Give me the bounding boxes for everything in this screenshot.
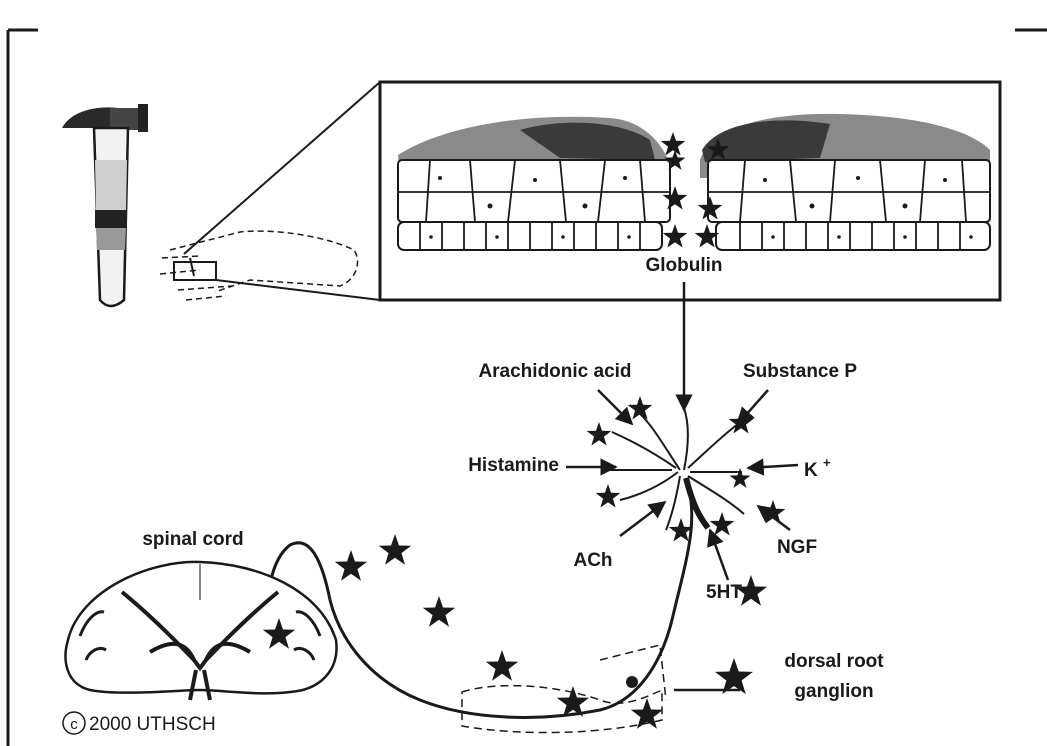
skin-section-panel: Globulin — [380, 82, 1000, 300]
hammer-icon — [62, 104, 148, 306]
mediator-stars — [335, 396, 786, 729]
copyright-symbol: c — [70, 716, 78, 733]
hand-icon — [160, 231, 358, 300]
substance-p-label: Substance P — [743, 361, 857, 382]
globulin-label: Globulin — [645, 255, 722, 276]
k-plus-superscript: + — [823, 455, 831, 470]
arachidonic-acid-label: Arachidonic acid — [478, 361, 631, 382]
spinal-cord-label: spinal cord — [142, 529, 243, 550]
zoom-lines — [184, 82, 380, 300]
k-plus-text: K — [804, 460, 818, 481]
ganglion-cell-body — [626, 676, 638, 688]
ach-label: ACh — [573, 550, 612, 571]
copyright-notice: c 2000 UTHSCH — [63, 712, 216, 735]
ganglion-label: ganglion — [794, 681, 873, 702]
k-plus-label: K + — [804, 455, 831, 481]
histamine-label: Histamine — [468, 455, 559, 476]
spinal-cord: spinal cord — [66, 529, 337, 700]
five-ht-label: 5HT — [706, 582, 742, 603]
copyright-text: 2000 UTHSCH — [89, 714, 216, 735]
ngf-label: NGF — [777, 537, 817, 558]
dorsal-root-label: dorsal root — [784, 651, 884, 672]
